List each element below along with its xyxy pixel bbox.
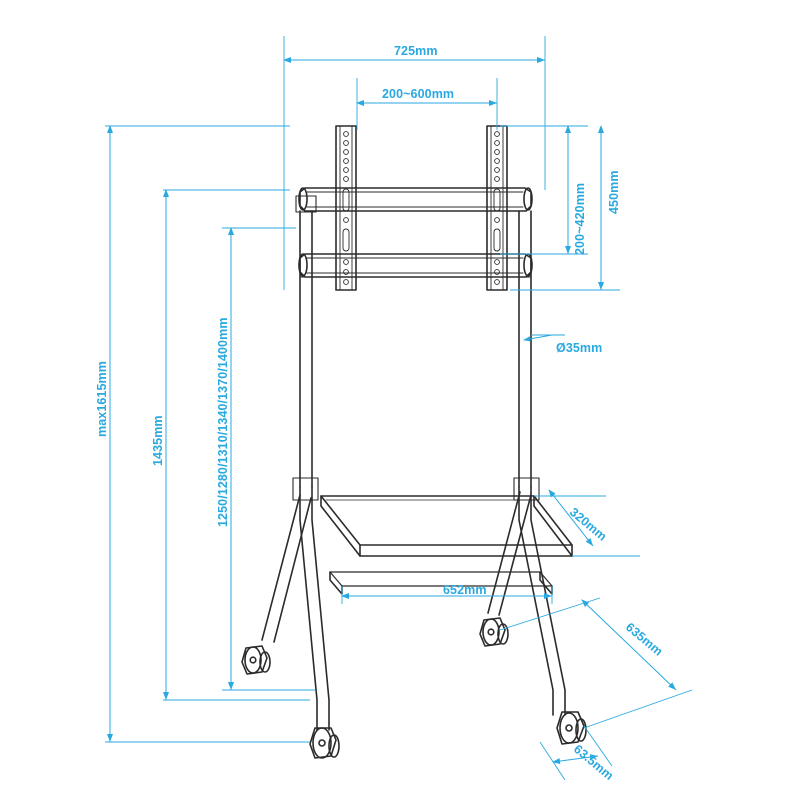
caster-rear-left — [241, 645, 271, 675]
dimension-label-column-height: 1435mm — [151, 415, 165, 466]
cart-outline — [241, 125, 587, 759]
dimension-label-max-height: max1615mm — [95, 361, 109, 437]
caster-front-right — [556, 711, 587, 745]
dimension-label-vesa-horizontal: 200~600mm — [382, 87, 455, 101]
caster-front-left — [309, 727, 340, 759]
dimension-label-shelf-width: 652mm — [443, 583, 487, 597]
caster-rear-right — [479, 617, 509, 647]
dimension-label-vesa-vertical: 200~420mm — [573, 182, 587, 255]
dimension-lines — [105, 36, 693, 781]
dimension-label-height-steps: 1250/1280/1310/1340/1370/1400mm — [216, 317, 230, 527]
dimension-label-bracket-height: 450mm — [607, 170, 621, 214]
dimension-label-overall-width: 725mm — [394, 44, 438, 58]
dimension-label-tube-diameter: Ø35mm — [556, 341, 603, 355]
